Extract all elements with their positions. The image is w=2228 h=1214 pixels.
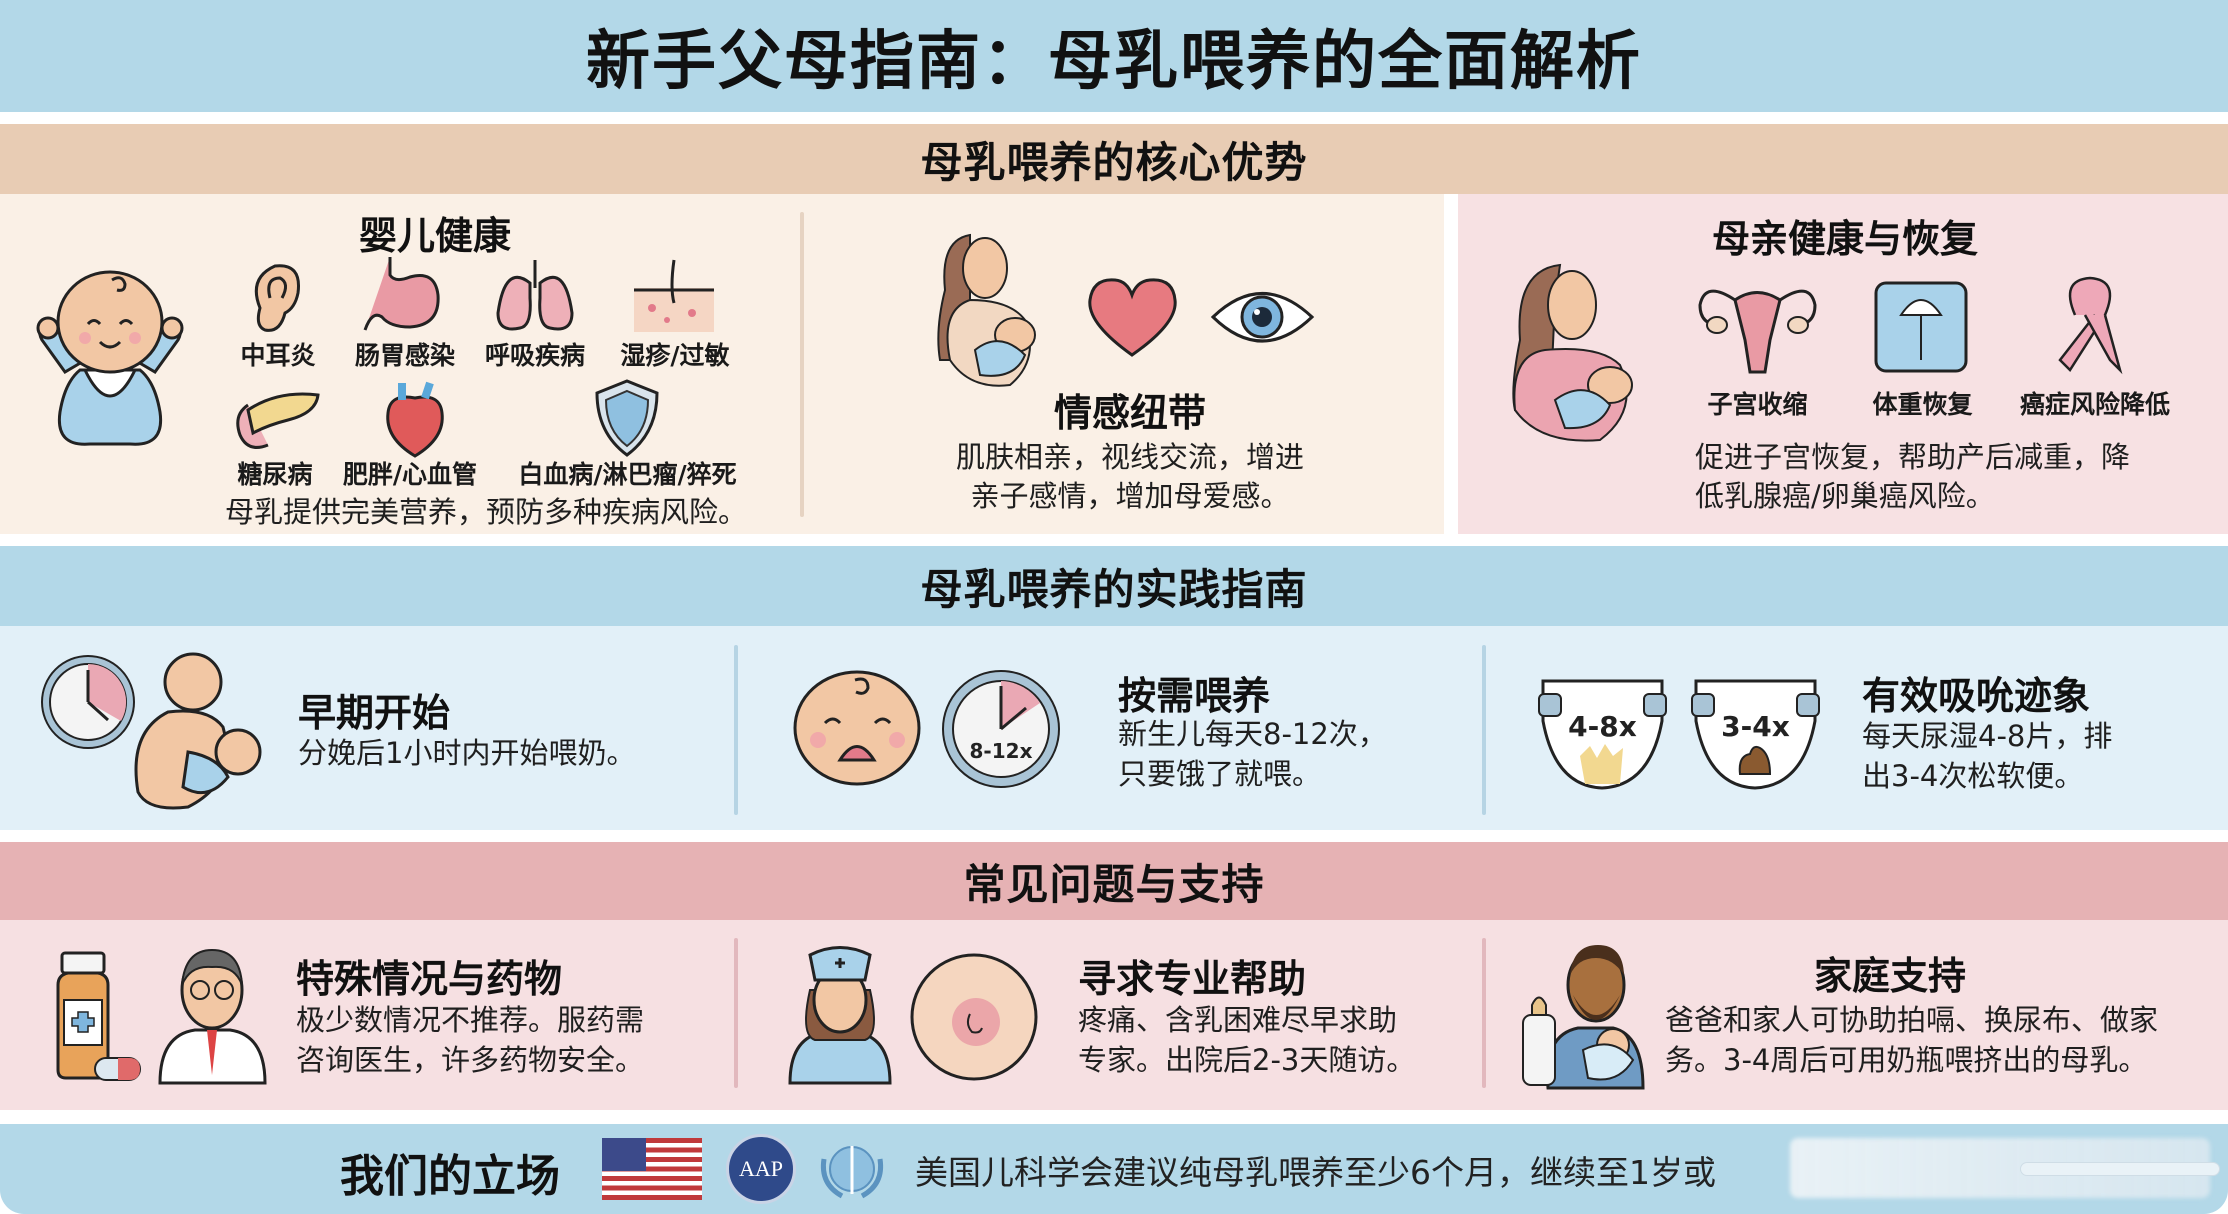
heart-organ-icon xyxy=(380,378,450,460)
support-title-professional: 寻求专业帮助 xyxy=(1078,957,1307,1001)
mother-health-title: 母亲健康与恢复 xyxy=(1711,217,1978,261)
emotional-bond-desc-2: 亲子感情，增加母爱感。 xyxy=(970,479,1290,513)
wet-diaper-icon: 4-8x xyxy=(1535,676,1670,791)
stance-label: 我们的立场 xyxy=(340,1151,560,1202)
sore-nipple-icon xyxy=(910,952,1038,1082)
emotional-bond-desc-1: 肌肤相亲，视线交流，增进 xyxy=(955,440,1304,474)
mother-item-label: 癌症风险降低 xyxy=(2019,390,2170,419)
practice-title-signs: 有效吸吮迹象 xyxy=(1862,674,2091,718)
support-header: 常见问题与支持 xyxy=(0,842,2228,920)
father-baby-bottle-icon xyxy=(1518,940,1648,1090)
nursing-mother-icon xyxy=(1500,260,1650,450)
support-desc-family-2: 务。3-4周后可用奶瓶喂挤出的母乳。 xyxy=(1665,1043,2148,1077)
practice-header: 母乳喂养的实践指南 xyxy=(0,546,2228,626)
medicine-bottle-icon xyxy=(50,950,145,1085)
pink-ribbon-icon xyxy=(2050,275,2130,375)
divider xyxy=(1482,645,1486,815)
infant-item-label: 呼吸疾病 xyxy=(484,341,585,370)
infant-item-label: 湿疹/过敏 xyxy=(620,341,730,370)
crying-baby-icon xyxy=(790,668,925,788)
divider xyxy=(800,212,804,517)
mother-nursing-icon xyxy=(128,652,268,810)
eye-icon xyxy=(1210,285,1315,350)
practice-title-early: 早期开始 xyxy=(298,691,451,735)
stance-message: 美国儿科学会建议纯母乳喂养至少6个月，继续至1岁或 xyxy=(915,1153,1716,1192)
stomach-icon xyxy=(360,255,450,337)
divider xyxy=(734,645,738,815)
advantages-left-panel xyxy=(0,194,1444,534)
aap-logo-icon: AAP xyxy=(726,1134,796,1204)
support-desc-professional-1: 疼痛、含乳困难尽早求助 xyxy=(1078,1003,1398,1037)
support-desc-medication-1: 极少数情况不推荐。服药需 xyxy=(296,1003,645,1037)
dirty-diaper-icon: 3-4x xyxy=(1688,676,1823,791)
support-desc-medication-2: 咨询医生，许多药物安全。 xyxy=(296,1043,645,1077)
lungs-icon xyxy=(490,258,580,338)
support-title-family: 家庭支持 xyxy=(1813,954,1966,998)
practice-title-ondemand: 按需喂养 xyxy=(1118,674,1271,718)
nurse-icon xyxy=(785,945,895,1085)
support-desc-family-1: 爸爸和家人可协助拍嗝、换尿布、做家 xyxy=(1665,1003,2159,1037)
infant-health-title: 婴儿健康 xyxy=(358,214,511,258)
support-header-title: 常见问题与支持 xyxy=(963,859,1265,909)
baby-icon xyxy=(30,262,190,452)
heart-icon xyxy=(1085,275,1180,360)
infant-item-label: 肠胃感染 xyxy=(354,341,455,370)
mother-health-desc-2: 低乳腺癌/卵巢癌风险。 xyxy=(1695,479,1995,513)
advantages-header-title: 母乳喂养的核心优势 xyxy=(920,137,1308,187)
practice-desc-signs-1: 每天尿湿4-8片，排 xyxy=(1862,719,2113,753)
us-flag-icon xyxy=(602,1138,702,1200)
ear-icon xyxy=(240,258,310,338)
divider xyxy=(1482,938,1486,1088)
dirty-diaper-label: 3-4x xyxy=(1721,710,1790,743)
feeding-clock-label: 8-12x xyxy=(969,739,1033,763)
feeding-clock-icon: 8-12x xyxy=(940,668,1062,790)
infant-item-label: 白血病/淋巴瘤/猝死 xyxy=(518,460,737,489)
page-title: 新手父母指南：母乳喂养的全面解析 xyxy=(586,25,1642,99)
practice-header-title: 母乳喂养的实践指南 xyxy=(920,564,1308,614)
title-banner: 新手父母指南：母乳喂养的全面解析 xyxy=(0,0,2228,112)
skin-icon xyxy=(632,258,717,336)
practice-desc-ondemand-2: 只要饿了就喂。 xyxy=(1118,757,1322,791)
infant-item-label: 中耳炎 xyxy=(240,341,316,370)
mother-item-label: 子宫收缩 xyxy=(1707,390,1808,419)
aap-logo-text: AAP xyxy=(738,1156,783,1181)
pancreas-icon xyxy=(228,385,323,455)
stance-footer: 我们的立场 AAP 美国儿科学会建议纯母乳喂养至少6个月，继续至1岁或 xyxy=(0,1124,2228,1214)
divider xyxy=(734,938,738,1088)
doctor-icon xyxy=(155,945,270,1085)
emotional-bond-title: 情感纽带 xyxy=(1053,391,1206,435)
support-panel xyxy=(0,920,2228,1110)
horizontal-scrollbar[interactable] xyxy=(2020,1162,2220,1176)
support-desc-professional-2: 专家。出院后2-3天随访。 xyxy=(1078,1043,1416,1077)
practice-desc-early: 分娩后1小时内开始喂奶。 xyxy=(298,736,636,770)
uterus-icon xyxy=(1695,280,1820,375)
wet-diaper-label: 4-8x xyxy=(1568,710,1637,743)
who-logo-icon xyxy=(812,1134,892,1204)
clock-icon xyxy=(38,652,138,752)
infant-health-desc: 母乳提供完美营养，预防多种疾病风险。 xyxy=(225,495,748,529)
infant-item-label: 糖尿病 xyxy=(237,460,313,489)
practice-desc-signs-2: 出3-4次松软便。 xyxy=(1862,759,2084,793)
practice-desc-ondemand-1: 新生儿每天8-12次， xyxy=(1118,717,1387,751)
advantages-header: 母乳喂养的核心优势 xyxy=(0,124,2228,194)
mother-item-label: 体重恢复 xyxy=(1872,390,1973,419)
support-title-medication: 特殊情况与药物 xyxy=(296,957,563,1001)
shield-icon xyxy=(592,378,662,458)
scale-icon xyxy=(1873,280,1969,375)
practice-panel xyxy=(0,626,2228,830)
infant-item-label: 肥胖/心血管 xyxy=(342,460,478,489)
mother-health-desc-1: 促进子宫恢复，帮助产后减重，降 xyxy=(1695,440,2131,474)
breastfeeding-mother-icon xyxy=(930,230,1055,390)
